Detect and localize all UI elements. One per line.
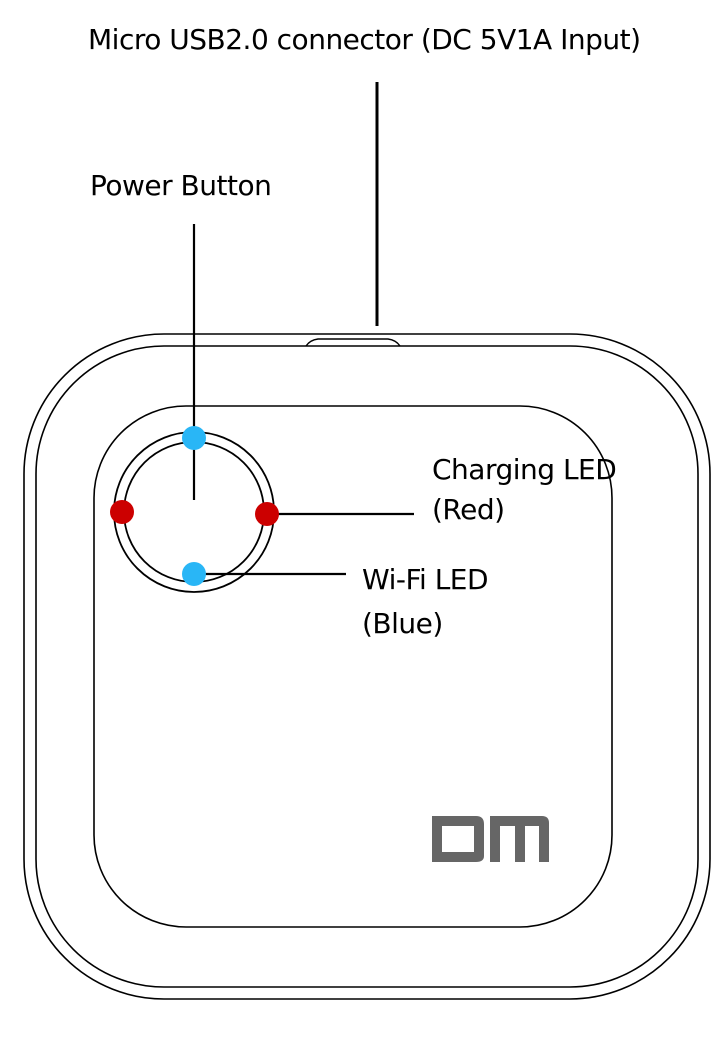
device-shell-outer: [23, 333, 711, 1000]
wifi-led-bottom: [182, 562, 206, 586]
charging-led-left: [110, 500, 134, 524]
charging-led-right: [255, 502, 279, 526]
power-button-label: Power Button: [90, 169, 272, 202]
device-face-panel: [93, 405, 613, 928]
charging-led-color-label: (Red): [432, 493, 505, 526]
charging-led-label: Charging LED: [432, 453, 617, 486]
wifi-led-color-label: (Blue): [362, 607, 443, 640]
dm-logo-letter-d: [432, 816, 484, 862]
wifi-led-top: [182, 426, 206, 450]
dm-logo-letter-m: [490, 816, 549, 862]
usb-connector-label: Micro USB2.0 connector (DC 5V1A Input): [88, 23, 641, 56]
dm-logo: [432, 816, 549, 862]
usb-port-notch: [305, 338, 401, 347]
device-shell-inner: [35, 345, 699, 988]
wifi-led-label: Wi-Fi LED: [362, 563, 489, 596]
